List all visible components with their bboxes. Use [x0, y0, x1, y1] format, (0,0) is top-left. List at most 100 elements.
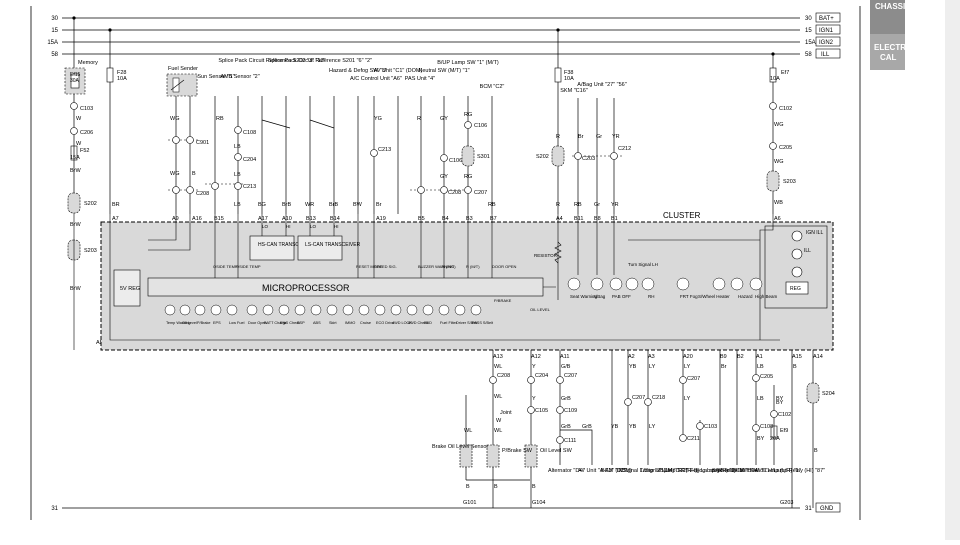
resistor-label: RESISTOR	[534, 253, 558, 258]
svg-text:GrB: GrB	[561, 396, 571, 402]
svg-text:LO: LO	[262, 224, 269, 229]
svg-text:R: R	[417, 116, 421, 122]
svg-text:OSIDE TEMP: OSIDE TEMP	[213, 264, 238, 269]
right-indicator-row	[567, 277, 763, 291]
splice-s301: S301	[477, 154, 490, 160]
label-hazard-defog: Hazard & Defog SW "3"	[329, 68, 387, 74]
svg-text:WL: WL	[494, 394, 502, 400]
svg-text:ECO Drive: ECO Drive	[376, 321, 394, 325]
svg-text:Low Fuel: Low Fuel	[229, 321, 245, 325]
svg-text:A12: A12	[531, 354, 541, 360]
svg-text:S204: S204	[822, 391, 835, 397]
svg-text:GrB: GrB	[582, 424, 592, 430]
svg-text:C105: C105	[535, 408, 548, 414]
svg-text:RB: RB	[488, 202, 496, 208]
svg-text:P/Brake: P/Brake	[197, 321, 211, 325]
svg-text:B1: B1	[611, 216, 618, 222]
tab-electrical-label-1: ELECTRI	[874, 43, 909, 52]
svg-text:RH: RH	[648, 294, 655, 299]
svg-text:Y: Y	[532, 364, 536, 370]
conn-c212: C212	[618, 146, 631, 152]
splice-nodes-bottom	[806, 382, 820, 404]
svg-text:BUZZER WARNING: BUZZER WARNING	[418, 264, 454, 269]
svg-text:B5: B5	[418, 216, 425, 222]
svg-text:YG: YG	[374, 116, 382, 122]
fuse-f38-rating: 10A	[564, 76, 574, 82]
fuse-memory-rating: 30A	[70, 78, 80, 84]
svg-text:B7: B7	[490, 216, 497, 222]
label-head-lamp: Head Lamp (L/R) "1"	[750, 468, 801, 474]
svg-text:A9: A9	[172, 216, 179, 222]
rail-box-ill: ILL	[821, 52, 830, 58]
svg-text:Driver S/Belt: Driver S/Belt	[456, 321, 478, 325]
svg-text:ABS: ABS	[313, 321, 321, 325]
cluster-wire-taps	[73, 214, 780, 350]
rail-labels-right: 30 15 15A 58 31	[805, 16, 816, 512]
regulator-label: 5V REG	[120, 286, 140, 292]
tab-electrical[interactable]: ELECTRI CAL	[870, 34, 909, 70]
rail-end-boxes: BAT+ IGN1 IGN2 ILL GND	[815, 12, 841, 513]
fuse-memory-id: Ef15	[70, 72, 81, 78]
svg-text:C109: C109	[564, 408, 577, 414]
svg-text:B4: B4	[442, 216, 449, 222]
hs-can-label: HS-CAN TRANSCEIVER	[258, 242, 314, 248]
svg-text:B11: B11	[574, 216, 583, 222]
rail-labels-left: 30 15 15A 58 31	[47, 16, 58, 512]
tab-chassis[interactable]: CHASSIS	[870, 0, 911, 34]
svg-text:B9: B9	[720, 354, 727, 360]
rail-box-ign2: IGN2	[819, 40, 834, 46]
fuse-f28-rating: 10A	[117, 76, 127, 82]
conn-c106-a: C106	[449, 158, 462, 164]
label-av-unit-top: AV Unit "C1" (DOM)	[374, 68, 423, 74]
svg-text:RG: RG	[464, 112, 472, 118]
svg-text:GY: GY	[440, 174, 448, 180]
svg-text:C207: C207	[632, 395, 645, 401]
label-bup-lamp-sw: B/UP Lamp SW "1" (M/T)	[437, 60, 499, 66]
svg-text:WL: WL	[464, 428, 472, 434]
wire-color-labels-bottom: WL WL WL WL W Y Y G/B GrB GrB GrB YB YB …	[464, 364, 818, 490]
svg-text:BrW: BrW	[70, 168, 82, 174]
svg-text:BATT Charge: BATT Charge	[264, 321, 287, 325]
svg-text:B2: B2	[737, 354, 744, 360]
svg-text:LO: LO	[310, 224, 317, 229]
svg-text:A4: A4	[556, 216, 563, 222]
rail-box-bat: BAT+	[819, 16, 834, 22]
svg-text:W: W	[496, 418, 502, 424]
svg-text:A3: A3	[648, 354, 655, 360]
svg-text:G101: G101	[463, 500, 476, 506]
svg-text:W: W	[76, 116, 82, 122]
svg-text:A7: A7	[112, 216, 119, 222]
svg-text:YB: YB	[611, 424, 619, 430]
svg-text:B: B	[793, 364, 797, 370]
svg-text:LY: LY	[649, 424, 656, 430]
svg-text:YR: YR	[611, 202, 619, 208]
conn-c206: C206	[80, 130, 93, 136]
label-frt-fog-lamp: FRT Fog Lamp (RH) "2"	[678, 468, 736, 474]
svg-text:BrB: BrB	[282, 202, 292, 208]
svg-text:C208: C208	[497, 373, 510, 379]
svg-text:LY: LY	[684, 364, 691, 370]
svg-text:GrB: GrB	[561, 424, 571, 430]
svg-text:LB: LB	[234, 144, 241, 150]
svg-text:WG: WG	[170, 171, 179, 177]
svg-text:WG: WG	[774, 159, 783, 165]
svg-text:B13: B13	[306, 216, 316, 222]
svg-text:A2: A2	[628, 354, 635, 360]
conn-c205: C205	[779, 145, 792, 151]
rail-31-right: 31	[805, 506, 812, 512]
svg-text:Cruise: Cruise	[360, 321, 371, 325]
svg-text:Br: Br	[578, 134, 584, 140]
lamp-reg: REG	[790, 286, 801, 292]
svg-text:C205: C205	[760, 374, 773, 380]
label-bcm-b14: BCM "B14"	[732, 468, 759, 474]
svg-text:A5: A5	[96, 340, 103, 346]
rail-31-left: 31	[51, 506, 58, 512]
rail-30-left: 30	[51, 16, 58, 22]
svg-text:ENG Check: ENG Check	[280, 321, 300, 325]
label-pas-unit: PAS Unit "4"	[405, 76, 435, 82]
svg-text:YB: YB	[629, 424, 637, 430]
conn-c213-a: C213	[243, 184, 256, 190]
svg-text:B14: B14	[330, 216, 340, 222]
splice-s202-b: S202	[536, 154, 549, 160]
